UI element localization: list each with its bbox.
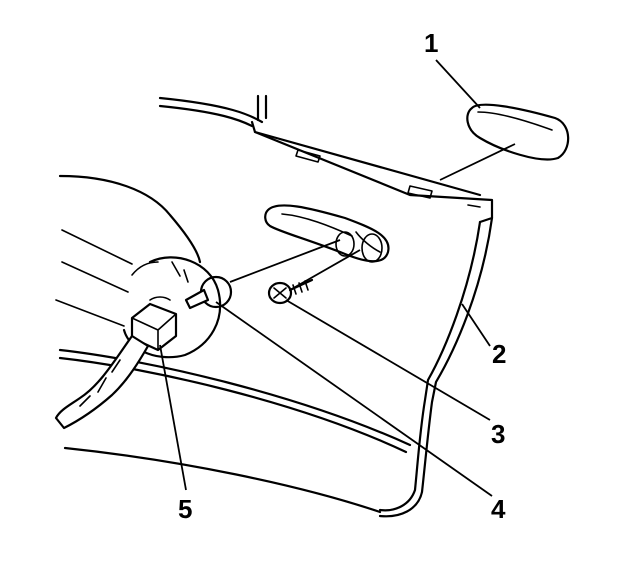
leader-1 — [435, 59, 481, 109]
callout-5: 5 — [178, 494, 192, 524]
leader-4 — [215, 301, 493, 497]
leader-1b — [439, 143, 516, 181]
callout-3: 3 — [491, 419, 505, 449]
leader-3b — [289, 249, 361, 291]
leader-2 — [461, 303, 491, 347]
bulb — [184, 275, 233, 310]
socket-mount — [55, 174, 222, 359]
socket-and-wire — [54, 302, 178, 430]
body-panel — [58, 94, 494, 518]
callout-4: 4 — [491, 494, 506, 524]
leader-3 — [285, 299, 491, 421]
callout-1: 1 — [424, 28, 438, 58]
callout-2: 2 — [492, 339, 506, 369]
leader-4b — [229, 239, 341, 283]
leader-lines — [159, 59, 516, 497]
lamp-housing — [264, 204, 390, 263]
lamp-lens — [466, 103, 570, 161]
leader-5 — [159, 344, 187, 491]
screw — [267, 278, 314, 305]
